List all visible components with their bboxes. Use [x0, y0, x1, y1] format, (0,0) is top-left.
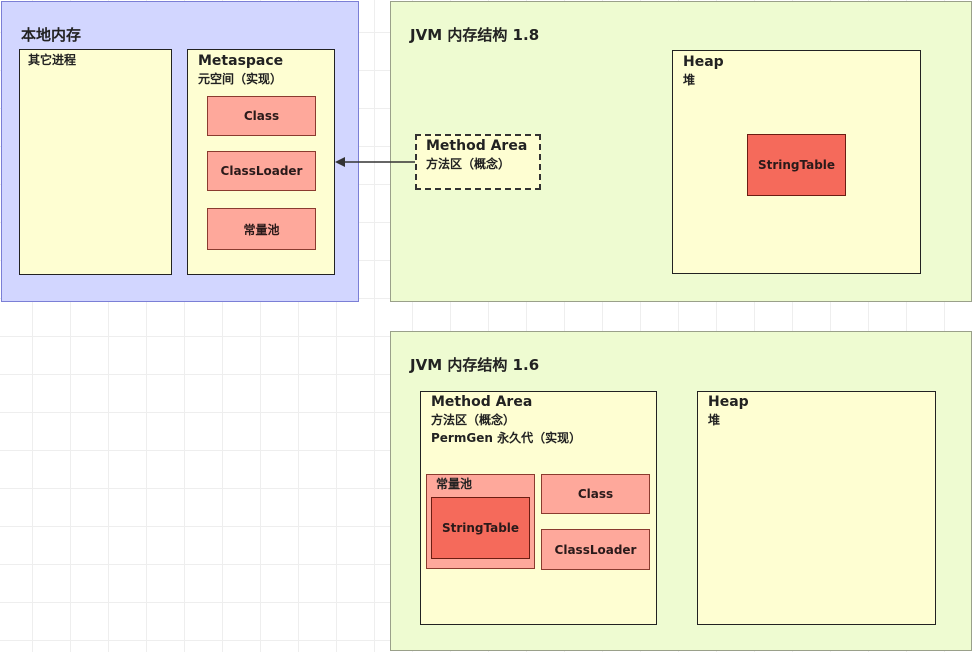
metaspace-classloader-box: ClassLoader — [207, 151, 316, 191]
metaspace-subtitle: 元空间（实现） — [198, 72, 283, 86]
jvm18-heap-subtitle: 堆 — [683, 73, 696, 87]
jvm16-method-area-subtitle: 方法区（概念） — [431, 413, 516, 427]
metaspace-constant-pool-box: 常量池 — [207, 208, 316, 250]
jvm16-method-area-title: Method Area — [431, 394, 533, 410]
metaspace-title: Metaspace — [198, 53, 284, 69]
jvm16-class-box: Class — [541, 474, 650, 514]
native-memory-title: 本地内存 — [21, 26, 82, 44]
other-process-box: 其它进程 — [19, 49, 172, 275]
jvm16-permgen-subtitle: PermGen 永久代（实现） — [431, 431, 582, 445]
jvm16-heap-box: Heap 堆 — [697, 391, 936, 625]
jvm16-heap-subtitle: 堆 — [708, 413, 721, 427]
jvm18-heap-title: Heap — [683, 54, 724, 70]
jvm18-string-table-box: StringTable — [747, 134, 846, 196]
jvm18-method-area-subtitle: 方法区（概念） — [426, 157, 511, 171]
jvm16-constant-pool-label: 常量池 — [436, 477, 473, 491]
jvm18-method-area-title: Method Area — [426, 138, 528, 154]
jvm16-classloader-box: ClassLoader — [541, 529, 650, 570]
jvm16-title: JVM 内存结构 1.6 — [410, 356, 540, 374]
jvm16-heap-title: Heap — [708, 394, 749, 410]
other-process-label: 其它进程 — [28, 53, 77, 67]
jvm18-method-area-box: Method Area 方法区（概念） — [415, 134, 541, 190]
jvm18-title: JVM 内存结构 1.8 — [410, 26, 540, 44]
jvm16-string-table-box: StringTable — [431, 497, 530, 559]
metaspace-class-box: Class — [207, 96, 316, 136]
